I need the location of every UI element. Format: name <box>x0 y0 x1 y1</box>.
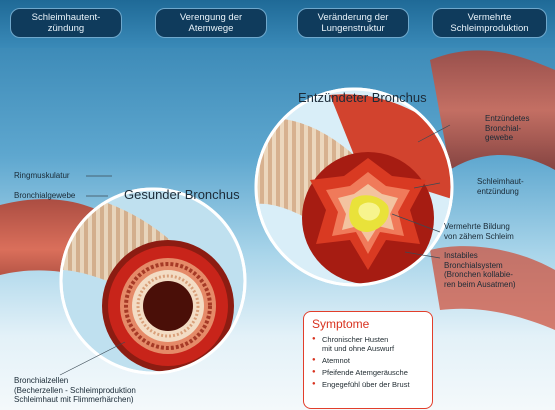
symptom-item: Engegefühl über der Brust <box>312 380 424 389</box>
symptom-item: Atemnot <box>312 356 424 365</box>
healthy-bronchus-circle <box>60 189 245 373</box>
healthy-bronchus-title: Gesunder Bronchus <box>124 187 240 202</box>
symptoms-title: Symptome <box>312 317 424 331</box>
symptom-item: Chronischer Husten mit und ohne Auswurf <box>312 335 424 353</box>
symptoms-list: Chronischer Husten mit und ohne Auswurf … <box>312 335 424 389</box>
label-entzuendetes-gewebe: Entzündetes Bronchial- gewebe <box>485 114 529 143</box>
symptoms-box: Symptome Chronischer Husten mit und ohne… <box>303 311 433 409</box>
label-zaeher-schleim: Vermehrte Bildung von zähem Schleim <box>444 222 514 241</box>
label-ringmuskulatur: Ringmuskulatur <box>14 171 70 181</box>
label-schleimhautentzuendung: Schleimhaut- entzündung <box>477 177 524 196</box>
label-bronchialgewebe: Bronchialgewebe <box>14 191 75 201</box>
label-bronchialzellen: Bronchialzellen (Becherzellen - Schleimp… <box>14 376 136 405</box>
label-instabiles-bronchialsystem: Instabiles Bronchialsystem (Bronchen kol… <box>444 251 516 289</box>
inflamed-bronchus-title: Entzündeter Bronchus <box>298 90 427 105</box>
symptom-item: Pfeifende Atemgeräusche <box>312 368 424 377</box>
